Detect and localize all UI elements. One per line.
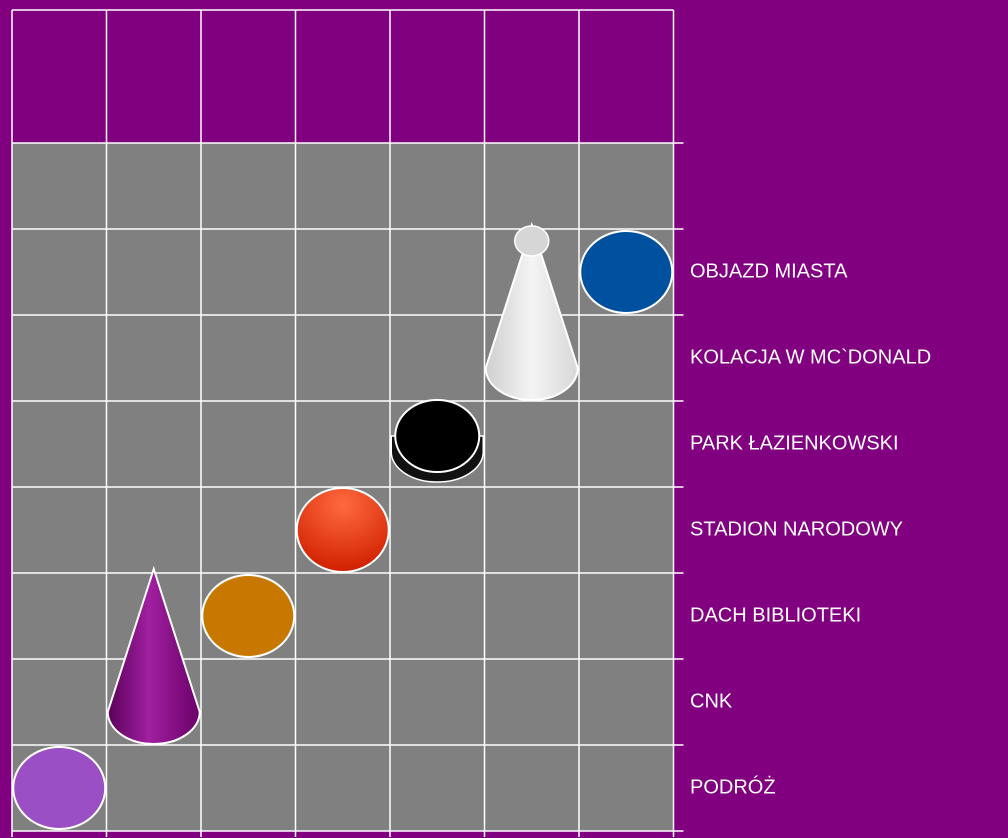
category-label: STADION NARODOWY bbox=[690, 519, 903, 542]
bar-sphere bbox=[202, 575, 294, 657]
bar-sphere bbox=[580, 231, 672, 313]
plot-top-band bbox=[12, 10, 674, 143]
bar-sphere bbox=[202, 575, 294, 657]
category-label: DACH BIBLIOTEKI bbox=[690, 605, 861, 628]
category-label: PODRÓŻ bbox=[690, 777, 776, 800]
category-label: KOLACJA W MC`DONALD bbox=[690, 347, 931, 370]
bar-pyramid bbox=[297, 488, 389, 572]
bar-sphere bbox=[580, 231, 672, 313]
bar-cone-top bbox=[515, 226, 549, 256]
category-label: PARK ŁAZIENKOWSKI bbox=[690, 433, 899, 456]
bar-cylinder-top bbox=[395, 400, 479, 472]
bar-cylinder bbox=[391, 400, 483, 482]
bar-sphere bbox=[13, 747, 105, 829]
category-label: CNK bbox=[690, 691, 732, 714]
category-label: OBJAZD MIASTA bbox=[690, 261, 847, 284]
bar-sphere bbox=[13, 747, 105, 829]
bar-pyramid bbox=[297, 488, 389, 572]
